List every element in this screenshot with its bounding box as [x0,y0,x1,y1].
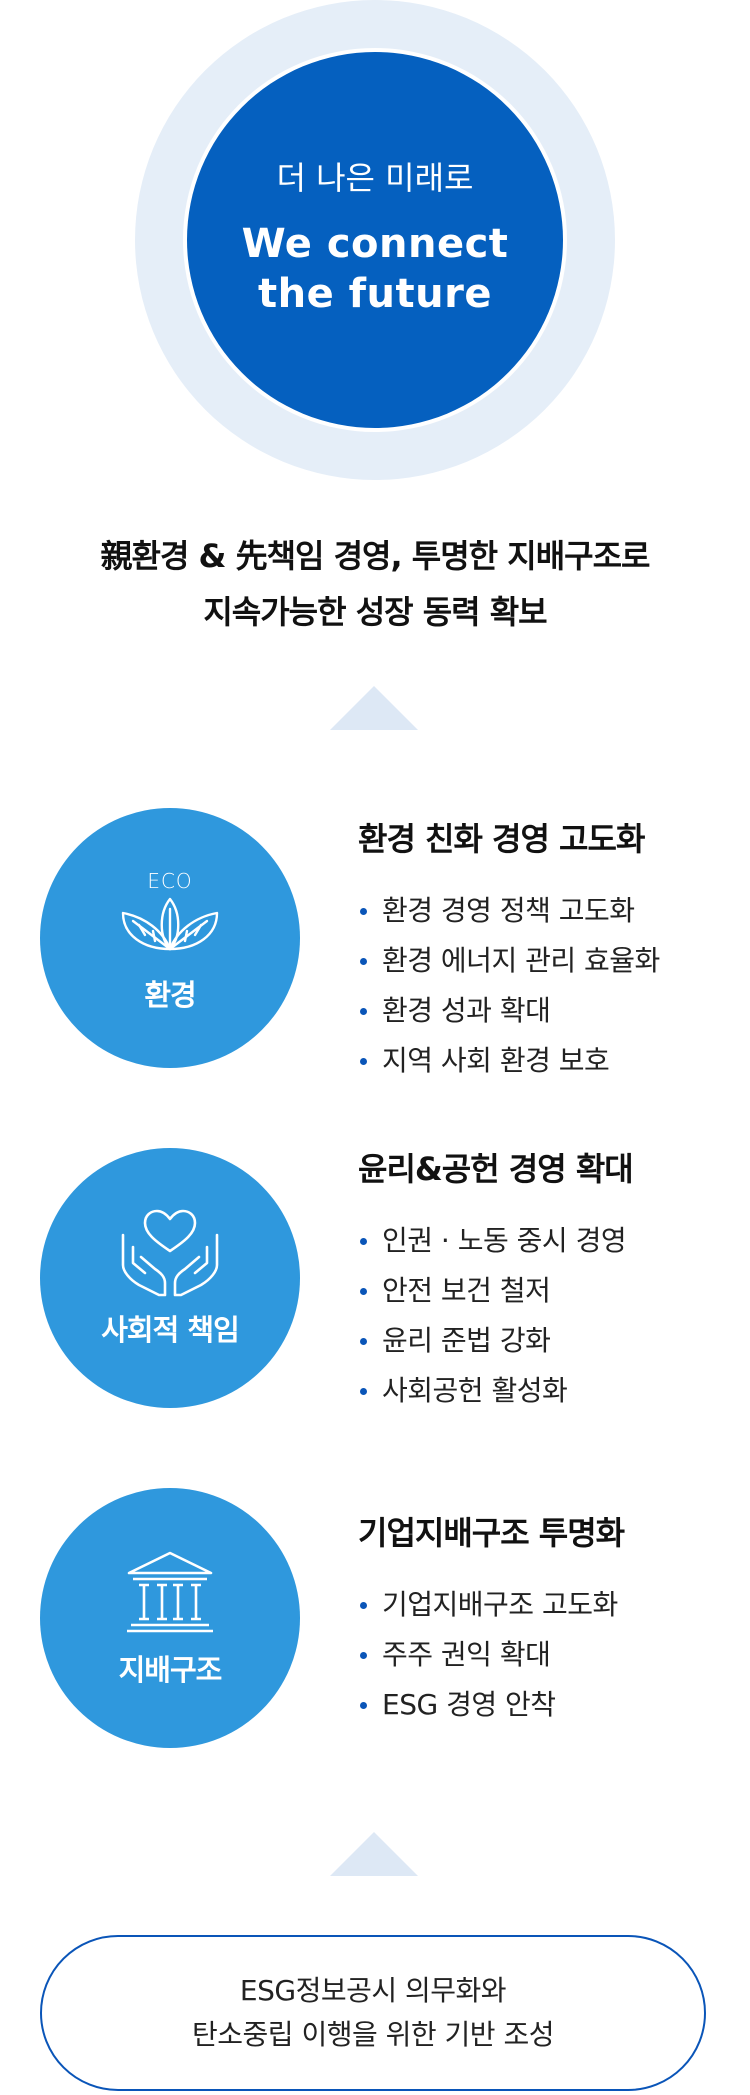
list-item: ESG 경영 안착 [358,1680,624,1730]
building-icon [115,1547,225,1637]
list-item: 안전 보건 철저 [358,1266,633,1316]
hero-kicker: 더 나은 미래로 [276,159,474,197]
list-item: 환경 경영 정책 고도화 [358,886,660,936]
headline-line2: 지속가능한 성장 동력 확보 [203,593,547,631]
pillar-environment-list: 환경 경영 정책 고도화 환경 에너지 관리 효율화 환경 성과 확대 지역 사… [358,886,660,1086]
headline: 親환경 & 先책임 경영, 투명한 지배구조로 지속가능한 성장 동력 확보 [0,528,750,640]
pillar-governance-list: 기업지배구조 고도화 주주 권익 확대 ESG 경영 안착 [358,1580,624,1730]
hero-title-line2: the future [258,271,492,317]
list-item: 사회공헌 활성화 [358,1366,633,1416]
pillar-social-label: 사회적 책임 [101,1313,239,1347]
pillar-environment-title: 환경 친화 경영 고도화 [358,820,645,858]
eco-text: ECO [147,869,193,893]
list-item: 주주 권익 확대 [358,1630,624,1680]
pillar-environment-label: 환경 [144,978,196,1012]
pillar-governance-circle: 지배구조 [40,1488,300,1748]
footer-pill: ESG정보공시 의무화와 탄소중립 이행을 위한 기반 조성 [40,1935,706,2091]
pillar-environment-circle: ECO 환경 [40,808,300,1068]
list-item: 윤리 준법 강화 [358,1316,633,1366]
pillar-governance-title: 기업지배구조 투명화 [358,1514,625,1552]
hero-circle: 더 나은 미래로 We connect the future [187,52,563,428]
list-item: 지역 사회 환경 보호 [358,1036,660,1086]
list-item: 기업지배구조 고도화 [358,1580,624,1630]
list-item: 인권 · 노동 중시 경영 [358,1216,633,1266]
footer-line2: 탄소중립 이행을 위한 기반 조성 [192,2018,554,2051]
pillar-social-list: 인권 · 노동 중시 경영 안전 보건 철저 윤리 준법 강화 사회공헌 활성화 [358,1216,633,1416]
pillar-governance-label: 지배구조 [118,1653,223,1687]
footer-line1: ESG정보공시 의무화와 [239,1974,507,2007]
list-item: 환경 에너지 관리 효율화 [358,936,660,986]
triangle-up-icon [330,1832,418,1876]
headline-line1: 親환경 & 先책임 경영, 투명한 지배구조로 [100,537,651,575]
pillar-social-text: 윤리&공헌 경영 확대 인권 · 노동 중시 경영 안전 보건 철저 윤리 준법… [358,1144,634,1416]
leaf-icon: ECO [115,862,225,962]
pillar-environment-text: 환경 친화 경영 고도화 환경 경영 정책 고도화 환경 에너지 관리 효율화 … [358,814,660,1086]
heart-hands-icon [115,1207,225,1297]
hero-title: We connect the future [242,219,509,319]
pillar-social-circle: 사회적 책임 [40,1148,300,1408]
list-item: 환경 성과 확대 [358,986,660,1036]
pillar-social-title: 윤리&공헌 경영 확대 [358,1150,634,1188]
pillar-governance-text: 기업지배구조 투명화 기업지배구조 고도화 주주 권익 확대 ESG 경영 안착 [358,1508,625,1730]
triangle-up-icon [330,686,418,730]
hero-title-line1: We connect [241,221,509,267]
